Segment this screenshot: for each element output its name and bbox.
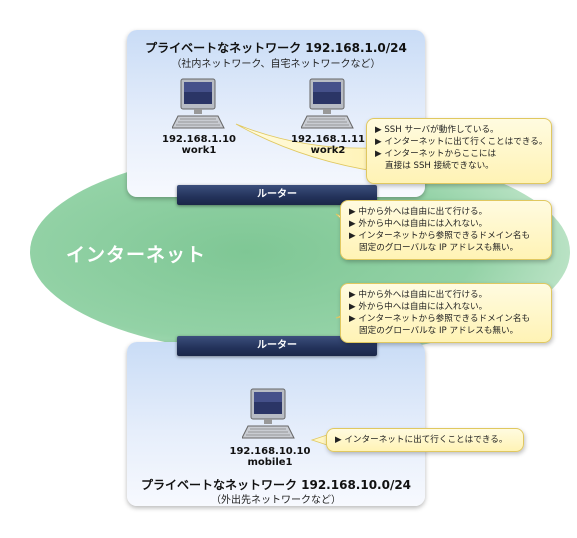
callout-line: 固定のグローバルな IP アドレスも無い。 bbox=[359, 326, 519, 336]
callout-line: ▶ 外から中へは自由には入れない。 bbox=[349, 302, 488, 312]
host-name: work2 bbox=[310, 145, 346, 156]
top-network-title: プライベートなネットワーク 192.168.1.0/24 bbox=[145, 41, 407, 55]
callout-router-bottom: ▶ 中から外へは自由に出て行ける。 ▶ 外から中へは自由には入れない。 ▶ イン… bbox=[340, 283, 552, 343]
router-top-label: ルーター bbox=[257, 189, 297, 200]
callout-line: ▶ 外から中へは自由には入れない。 bbox=[349, 219, 488, 229]
callout-line: ▶ 中から外へは自由に出て行ける。 bbox=[349, 290, 488, 300]
host-name: work1 bbox=[181, 145, 217, 156]
router-bottom: ルーター bbox=[177, 336, 377, 356]
computer-icon bbox=[301, 78, 354, 129]
host-label-mobile1: 192.168.10.10 mobile1 bbox=[228, 446, 312, 468]
callout-line: ▶ SSH サーバが動作している。 bbox=[375, 125, 499, 135]
host-name: mobile1 bbox=[247, 457, 293, 468]
router-bottom-label: ルーター bbox=[257, 340, 297, 351]
callout-line: ▶ インターネットから参照できるドメイン名も bbox=[349, 231, 531, 241]
callout-line: ▶ インターネットから参照できるドメイン名も bbox=[349, 314, 531, 324]
host-ip: 192.168.1.11 bbox=[290, 134, 366, 145]
bottom-network-box: プライベートなネットワーク 192.168.10.0/24 （外出先ネットワーク… bbox=[127, 342, 425, 506]
router-top: ルーター bbox=[177, 185, 377, 205]
host-label-work1: 192.168.1.10 work1 bbox=[161, 134, 237, 156]
computer-icon bbox=[172, 78, 225, 129]
bottom-network-title: プライベートなネットワーク 192.168.10.0/24 bbox=[140, 478, 412, 492]
callout-line: ▶ インターネットに出て行くことはできる。 bbox=[375, 137, 548, 147]
callout-line: ▶ インターネットに出て行くことはできる。 bbox=[335, 435, 508, 445]
callout-line: 直接は SSH 接続できない。 bbox=[385, 161, 494, 171]
host-ip: 192.168.10.10 bbox=[229, 446, 311, 457]
host-label-work2: 192.168.1.11 work2 bbox=[290, 134, 366, 156]
host-ip: 192.168.1.10 bbox=[161, 134, 237, 145]
bottom-network-subtitle: （外出先ネットワークなど） bbox=[211, 495, 341, 506]
top-network-subtitle: （社内ネットワーク、自宅ネットワークなど） bbox=[171, 59, 381, 70]
callout-line: 固定のグローバルな IP アドレスも無い。 bbox=[359, 243, 519, 253]
callout-work2: ▶ SSH サーバが動作している。 ▶ インターネットに出て行くことはできる。 … bbox=[366, 118, 552, 184]
callout-mobile1: ▶ インターネットに出て行くことはできる。 bbox=[326, 428, 524, 452]
internet-label: インターネット bbox=[66, 244, 207, 266]
callout-router-top: ▶ 中から外へは自由に出て行ける。 ▶ 外から中へは自由には入れない。 ▶ イン… bbox=[340, 200, 552, 260]
computer-icon bbox=[242, 388, 295, 439]
callout-line: ▶ 中から外へは自由に出て行ける。 bbox=[349, 207, 488, 217]
callout-line: ▶ インターネットからここには bbox=[375, 149, 497, 159]
